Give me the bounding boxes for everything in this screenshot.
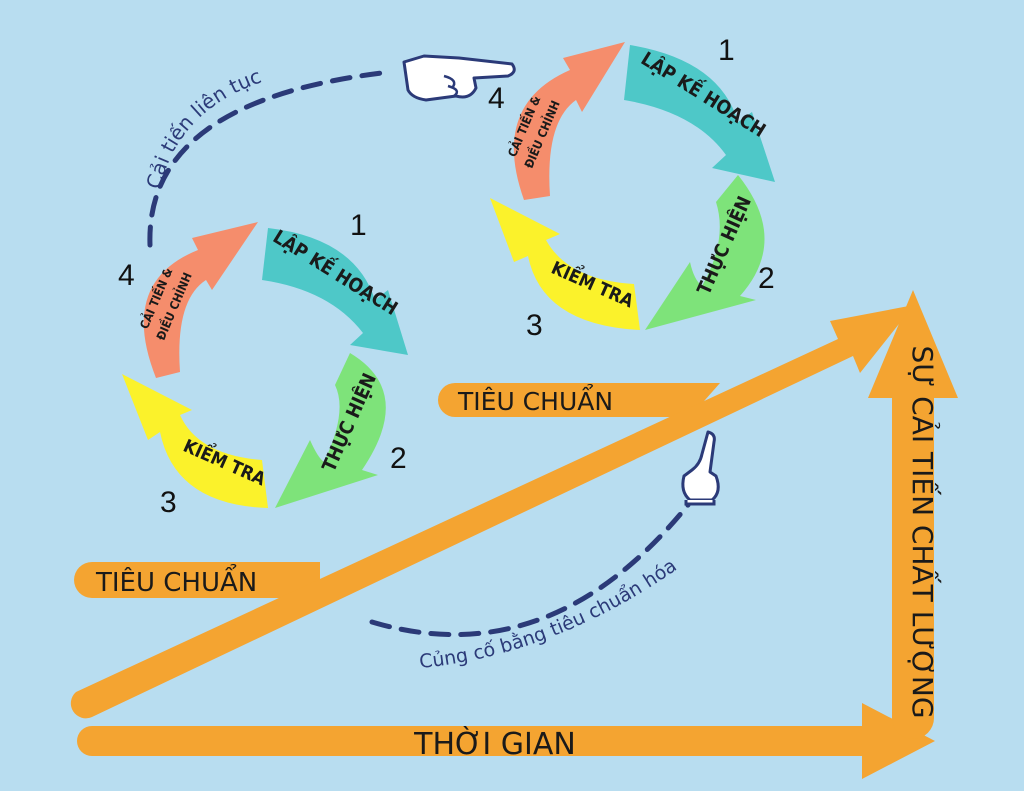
step-number-3: 3 (160, 486, 177, 519)
time-axis-arrow: THỜI GIAN (77, 703, 935, 779)
check-segment (490, 198, 640, 330)
continuous-improvement-dash (147, 69, 393, 248)
step-number-2: 2 (758, 262, 775, 295)
lower-standard-bar: TIÊU CHUẨN (74, 562, 320, 598)
quality-axis-arrow: SỰ CẢI TIẾN CHẤT LƯỢNG (868, 290, 958, 739)
consolidate-dash (369, 502, 691, 638)
pointing-hand-icon (402, 54, 516, 102)
step-number-1: 1 (718, 34, 735, 67)
continuous-improvement-caption: Cải tiến liên tục (141, 64, 264, 191)
plan-segment (624, 45, 775, 182)
step-number-3: 3 (526, 309, 543, 342)
upper-standard-bar: TIÊU CHUẨN (438, 383, 720, 417)
do-segment (645, 175, 765, 330)
check-segment (122, 374, 268, 508)
act-segment (513, 42, 625, 200)
step-number-2: 2 (390, 442, 407, 475)
improvement-diagonal-arrow (70, 305, 915, 719)
act-segment (143, 222, 258, 378)
pdca-cycle-upper: LẬP KẾ HOẠCH THỰC HIỆN KIỂM TRA CẢI TIẾN… (488, 34, 775, 342)
step-number-4: 4 (488, 82, 505, 115)
step-number-1: 1 (350, 209, 367, 242)
lower-standard-label: TIÊU CHUẨN (95, 563, 257, 598)
pdca-cycle-lower: LẬP KẾ HOẠCH THỰC HIỆN KIỂM TRA CẢI TIẾN… (118, 209, 408, 519)
do-segment (275, 353, 386, 508)
quality-axis-label: SỰ CẢI TIẾN CHẤT LƯỢNG (906, 345, 943, 718)
step-number-4: 4 (118, 259, 135, 292)
svg-text:Cải tiến liên tục: Cải tiến liên tục (141, 64, 264, 191)
time-axis-label: THỜI GIAN (413, 725, 576, 762)
plan-segment (262, 228, 408, 355)
upper-standard-label: TIÊU CHUẨN (457, 384, 613, 416)
pointing-up-hand-icon (681, 430, 720, 506)
